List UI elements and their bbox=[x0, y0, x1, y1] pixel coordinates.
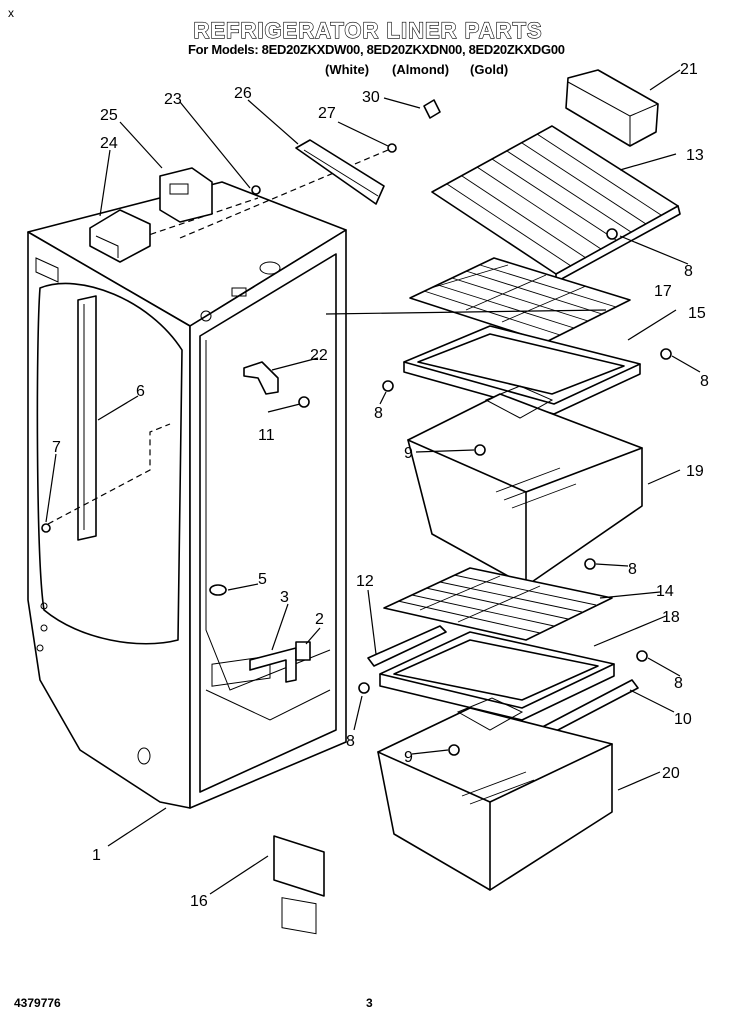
callout-6: 6 bbox=[136, 383, 145, 400]
page-number: 3 bbox=[366, 996, 373, 1010]
screw-23 bbox=[251, 185, 261, 195]
screw-27 bbox=[387, 143, 397, 153]
shelf-stop-8b bbox=[660, 348, 672, 360]
color-almond-label: (Almond) bbox=[392, 62, 450, 77]
callout-19: 19 bbox=[686, 463, 704, 480]
callout-3: 3 bbox=[280, 589, 289, 606]
front-trim-12 bbox=[367, 625, 447, 667]
shelf-stop-8c bbox=[382, 380, 394, 392]
clip-30 bbox=[423, 99, 441, 119]
callout-25: 25 bbox=[100, 107, 118, 124]
callout-1: 1 bbox=[92, 847, 101, 864]
callout-15: 15 bbox=[688, 305, 706, 322]
callout-16: 16 bbox=[190, 893, 208, 910]
callout-7: 7 bbox=[52, 439, 61, 456]
roller-9b bbox=[448, 744, 460, 756]
shelf-stop-8f bbox=[358, 682, 370, 694]
crisper-drawer-20 bbox=[377, 697, 613, 891]
callout-18: 18 bbox=[662, 609, 680, 626]
shelf-frame-15 bbox=[403, 325, 641, 415]
callout-8c: 8 bbox=[374, 405, 383, 422]
screw-7 bbox=[41, 523, 51, 533]
glass-shelf-17 bbox=[409, 257, 631, 343]
callout-8e: 8 bbox=[674, 675, 683, 692]
shelf-stop-8d bbox=[584, 558, 596, 570]
callout-9a: 9 bbox=[404, 445, 413, 462]
callout-14: 14 bbox=[656, 583, 674, 600]
callout-21: 21 bbox=[680, 61, 698, 78]
cover-16 bbox=[273, 835, 325, 897]
corner-mark: x bbox=[8, 6, 14, 20]
wire-shelf-13 bbox=[431, 125, 681, 283]
page-title: REFRIGERATOR LINER PARTS bbox=[193, 17, 543, 43]
crisper-drawer-19 bbox=[407, 385, 643, 587]
shelf-stop-8a bbox=[606, 228, 618, 240]
plug-5 bbox=[209, 584, 227, 596]
callout-12: 12 bbox=[356, 573, 374, 590]
screw-11 bbox=[298, 396, 310, 408]
callout-17: 17 bbox=[654, 283, 672, 300]
callout-2: 2 bbox=[315, 611, 324, 628]
roller-9a bbox=[474, 444, 486, 456]
callout-24: 24 bbox=[100, 135, 118, 152]
callout-27: 27 bbox=[318, 105, 336, 122]
callout-8a: 8 bbox=[684, 263, 693, 280]
callout-30: 30 bbox=[362, 89, 380, 106]
callout-26: 26 bbox=[234, 85, 252, 102]
top-rail-26 bbox=[295, 139, 385, 205]
callout-22: 22 bbox=[310, 347, 328, 364]
control-housing bbox=[89, 209, 151, 263]
callout-5: 5 bbox=[258, 571, 267, 588]
glass-shelf-14 bbox=[383, 567, 613, 641]
callout-8f: 8 bbox=[346, 733, 355, 750]
shelf-frame-18 bbox=[379, 631, 615, 721]
door-bin-21 bbox=[565, 69, 659, 147]
bracket-22 bbox=[243, 361, 279, 395]
callout-8b: 8 bbox=[700, 373, 709, 390]
callout-8d: 8 bbox=[628, 561, 637, 578]
callout-labels: 1 2 3 5 6 7 8 8 8 8 8 8 9 9 10 11 12 13 … bbox=[52, 61, 709, 910]
housing-bracket bbox=[159, 167, 213, 223]
color-gold-label: (Gold) bbox=[470, 62, 509, 77]
callout-10: 10 bbox=[674, 711, 692, 728]
models-line: For Models: 8ED20ZKXDW00, 8ED20ZKXDN00, … bbox=[188, 42, 565, 57]
callout-20: 20 bbox=[662, 765, 680, 782]
color-white-label: (White) bbox=[325, 62, 370, 77]
part-number: 4379776 bbox=[14, 996, 61, 1010]
callout-9b: 9 bbox=[404, 749, 413, 766]
callout-13: 13 bbox=[686, 147, 704, 164]
vertical-shelf-rail bbox=[47, 295, 171, 541]
shelf-stop-8e bbox=[636, 650, 648, 662]
clip-2 bbox=[295, 641, 311, 661]
callout-11: 11 bbox=[258, 427, 275, 444]
callout-23: 23 bbox=[164, 91, 182, 108]
